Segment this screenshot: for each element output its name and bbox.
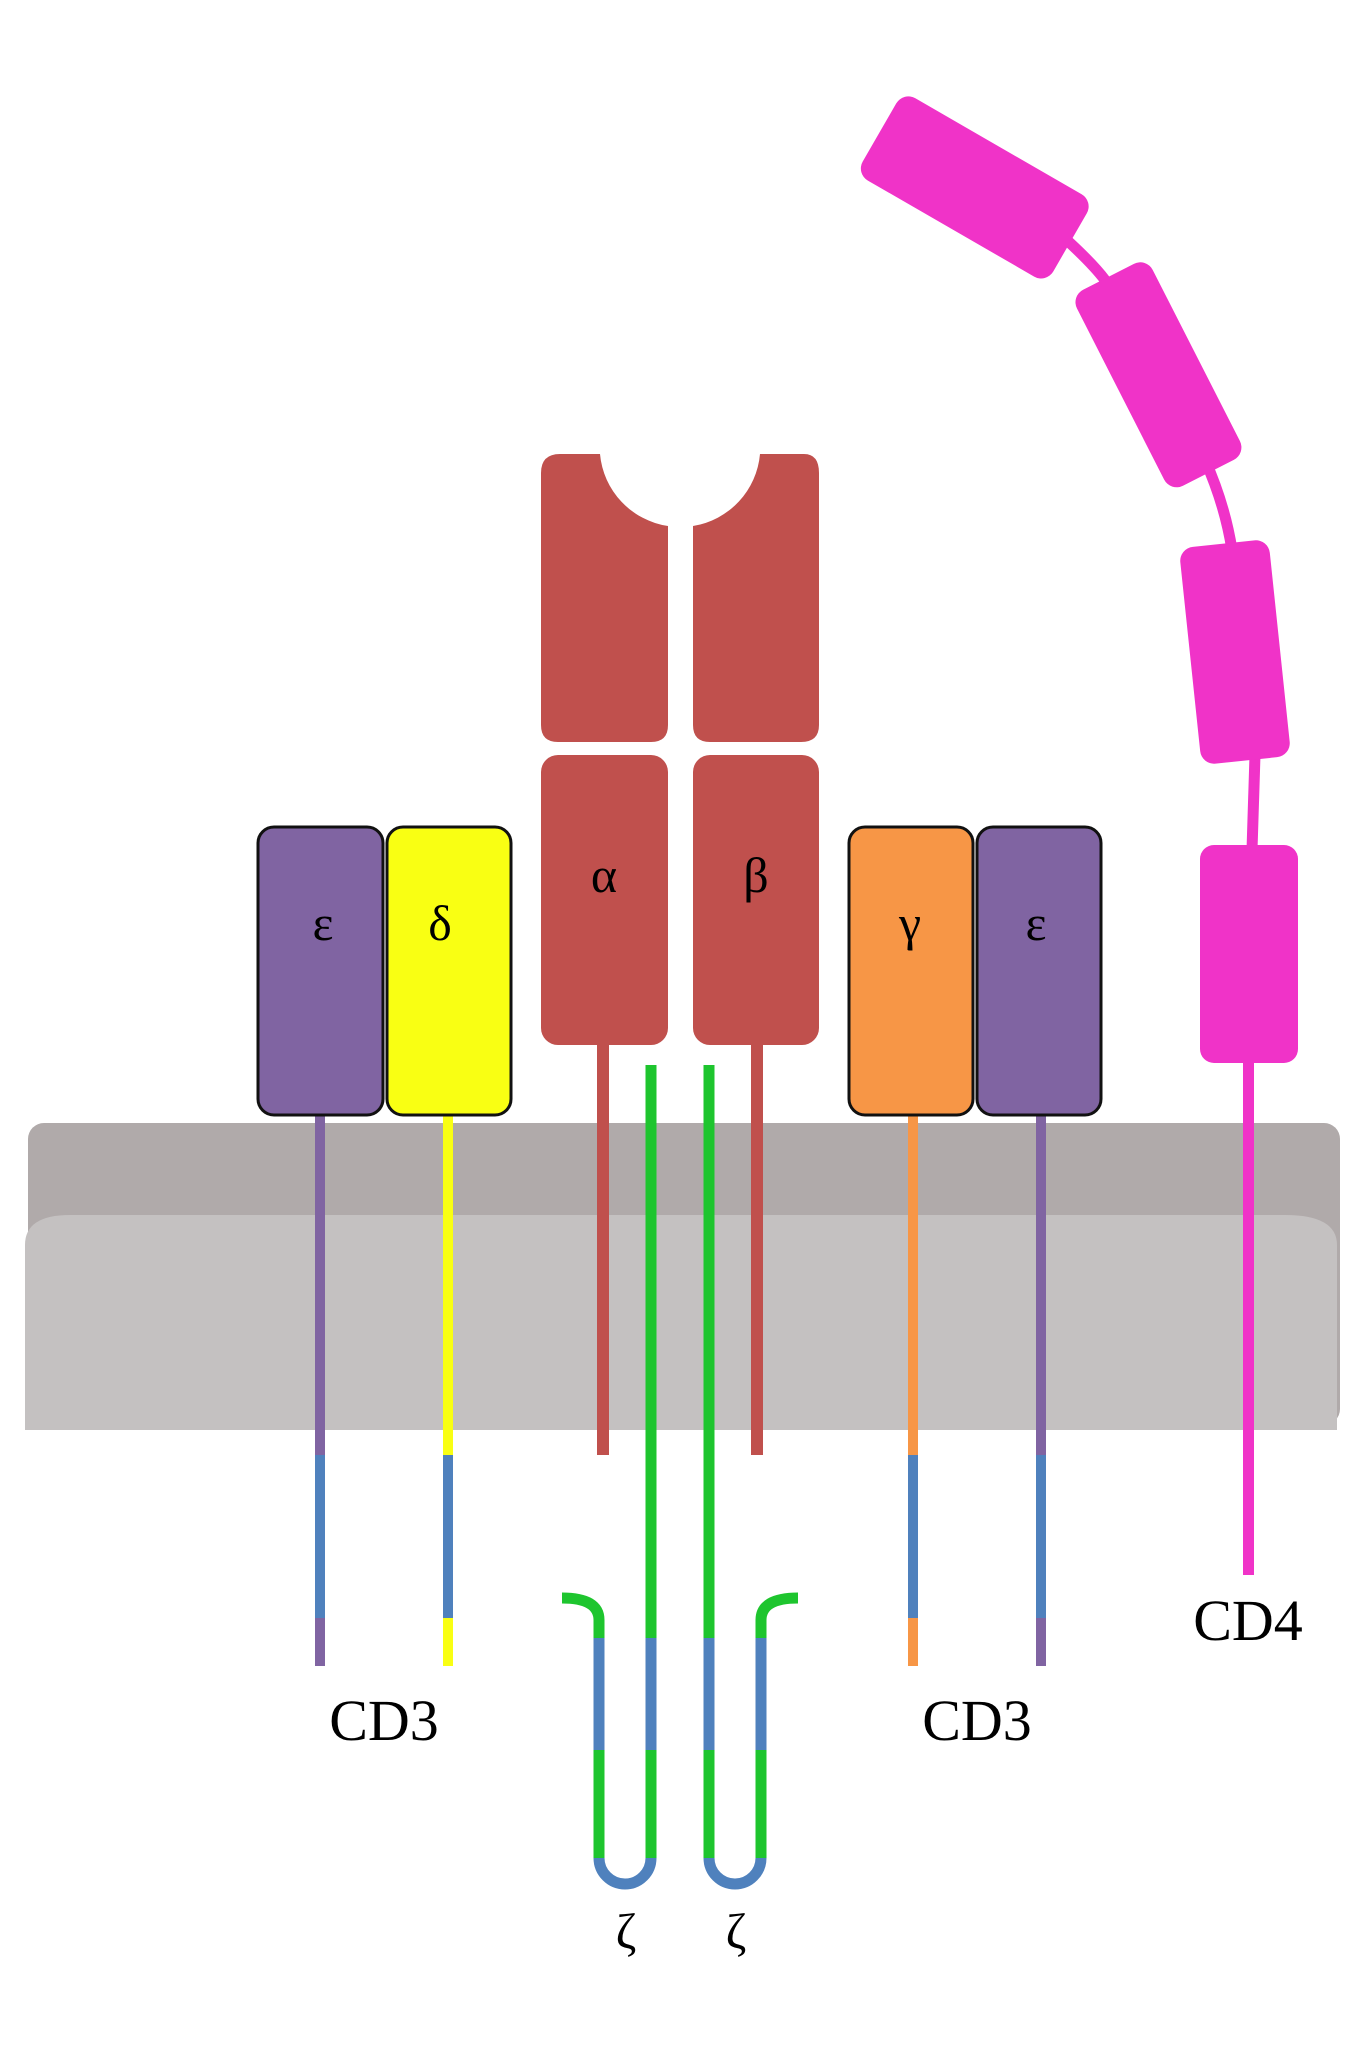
cd3-epsilon-delta: ε δ CD3 (256, 825, 513, 1753)
zeta-right-hook (755, 1592, 799, 1638)
tcr-alpha-label: α (591, 847, 617, 903)
cd3-gamma-tail-end (908, 1618, 918, 1666)
cd3-left-label: CD3 (329, 1688, 439, 1753)
tcr-alpha-constant-domain (541, 755, 668, 1045)
cd3-epsilon-right-tail (1036, 1110, 1046, 1455)
tcr-beta-variable-domain (693, 454, 819, 742)
cd3-gamma-label: γ (898, 895, 921, 951)
cd3-epsilon-left-label: ε (313, 895, 334, 951)
cd3-epsilon-left-tail (315, 1110, 325, 1455)
cd4-domain-d4 (1200, 845, 1298, 1063)
zeta-left-hook (561, 1592, 605, 1638)
cd3-gamma-domain (847, 825, 975, 1117)
cd3-delta-tail-end (443, 1618, 453, 1666)
zeta-homodimer: ζ ζ (561, 1065, 799, 1959)
tcr-alpha-variable-domain (541, 454, 668, 742)
cd4-tail (1243, 1060, 1254, 1575)
cd3-epsilon-left-domain (256, 825, 385, 1117)
cd4-domain-d2 (1075, 262, 1242, 488)
cd3-right-label: CD3 (922, 1688, 1032, 1753)
tcr-beta-label: β (743, 847, 768, 903)
cd3-epsilon-left-tail-end (315, 1618, 325, 1666)
cd3-gamma-epsilon: γ ε CD3 (847, 825, 1103, 1753)
cd4-label: CD4 (1193, 1588, 1303, 1653)
tcr-alpha-tail (597, 1040, 609, 1455)
cd3-delta-tail (443, 1110, 453, 1455)
cd3-epsilon-right-itam (1036, 1455, 1046, 1618)
cd4-domain-d1 (860, 96, 1089, 279)
tcr-beta-constant-domain (693, 755, 819, 1045)
cd4-linker (1199, 457, 1238, 551)
cd4-linker (1246, 754, 1261, 851)
cd3-delta-label: δ (428, 895, 452, 951)
cd3-delta-itam (443, 1455, 453, 1618)
zeta-right-loop (703, 1857, 767, 1890)
tcr-beta-tail (751, 1040, 763, 1455)
cd3-epsilon-right-domain (975, 825, 1103, 1117)
membrane-inner-leaflet (25, 1215, 1337, 1430)
cd3-epsilon-left-itam (315, 1455, 325, 1618)
cell-membrane (25, 1123, 1340, 1430)
cd3-delta-domain (385, 825, 513, 1117)
cd4-domain-d3 (1180, 540, 1290, 764)
cd3-epsilon-right-label: ε (1026, 895, 1047, 951)
cd3-gamma-tail (908, 1110, 918, 1455)
cd4-coreceptor (860, 96, 1298, 1575)
tcr-heterodimer: α β (541, 454, 819, 1455)
cd3-epsilon-right-tail-end (1036, 1618, 1046, 1666)
zeta-left-loop (593, 1857, 657, 1890)
zeta-left-label: ζ (616, 1903, 637, 1959)
zeta-right-label: ζ (726, 1903, 747, 1959)
cd3-gamma-itam (908, 1455, 918, 1618)
